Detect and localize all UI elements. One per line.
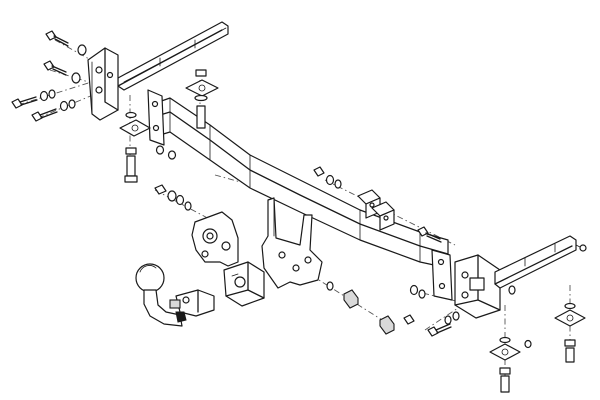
socket-hardware: [154, 184, 192, 211]
bolt: [11, 96, 38, 109]
right-mounting-bracket: [431, 249, 501, 319]
towball: [135, 263, 165, 293]
bolt: [124, 111, 138, 183]
left-mounting-bracket: [87, 47, 119, 121]
right-square-plates: [489, 309, 586, 361]
bolt: [564, 302, 576, 363]
right-side-rail: [494, 235, 587, 289]
nuts-and-washers-left: [39, 44, 87, 112]
vertical-bolts-left: [124, 69, 208, 183]
fixing-bolts-left: [11, 30, 69, 122]
left-side-rail: [117, 21, 229, 91]
vertical-bolts-right: [499, 302, 576, 393]
bolt: [427, 323, 452, 337]
left-end-plate: [147, 89, 165, 146]
bolt: [45, 30, 69, 47]
bolt: [417, 226, 442, 243]
bolt: [31, 108, 58, 122]
bolt: [194, 69, 208, 129]
left-square-plates: [119, 79, 219, 137]
towball-neck: [135, 263, 215, 327]
lower-hardware: [326, 281, 415, 335]
socket-plate: [191, 211, 239, 267]
square-spacer-plates: [357, 189, 395, 231]
crossbar-nuts-left: [155, 145, 177, 160]
electrical-socket-housing: [223, 261, 265, 307]
center-mounting-plate: [261, 197, 323, 289]
bolt: [499, 336, 511, 393]
fixing-bolts-right: [409, 226, 516, 337]
middle-hardware: [313, 166, 342, 189]
bolt: [43, 60, 67, 76]
